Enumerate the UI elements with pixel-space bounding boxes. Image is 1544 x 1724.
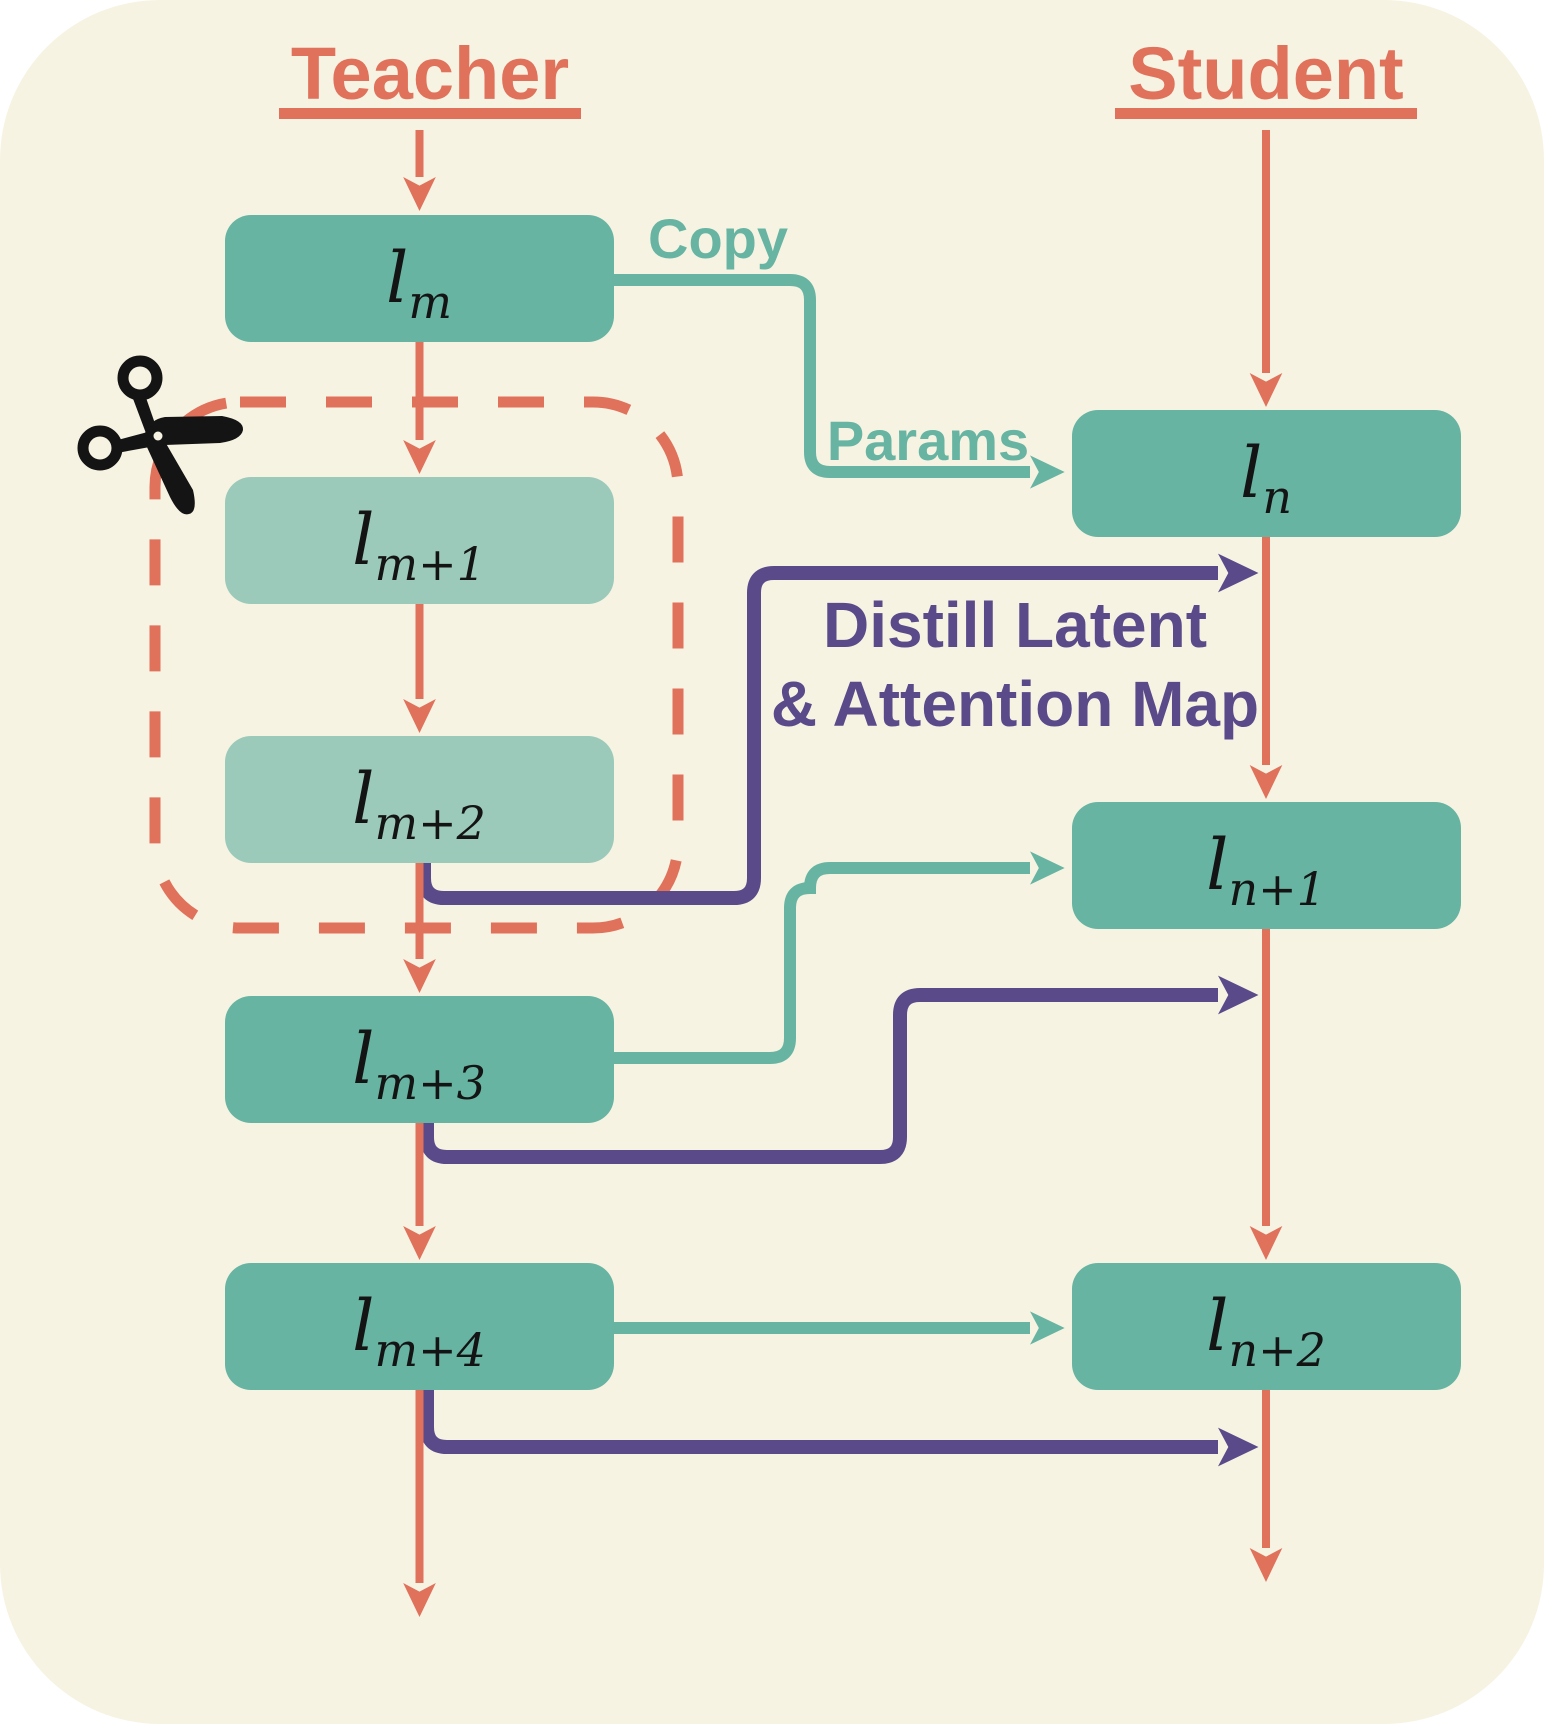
student-layer-ln-label: ln [1240,432,1292,524]
teacher-layer-lm4-label: lm+4 [352,1285,486,1377]
copy-params-arrow-lm-to-ln [614,274,1065,489]
teacher-layer-lm2: lm+2 [225,736,614,863]
copy-label: Copy [648,207,788,270]
teacher-layer-lm4: lm+4 [225,1263,614,1390]
distill-arrow-lm4-to-student [420,1390,1259,1467]
distill-arrow-lm2-to-student [417,553,1259,905]
teacher-layer-lm2-box [225,736,614,863]
teacher-layer-lm1-label: lm+1 [352,499,486,591]
teacher-layer-lm3-label: lm+3 [352,1018,486,1110]
teacher-layer-lm3: lm+3 [225,996,614,1123]
student-layer-ln2: ln+2 [1072,1263,1461,1390]
teacher-layer-lm-box [225,215,614,342]
copy-arrow-lm3-to-ln1 [614,851,1065,1064]
distill-label-line2: & Attention Map [771,668,1259,740]
teacher-layer-lm3-box [225,996,614,1123]
distill-label-line1: Distill Latent [823,589,1207,661]
teacher-layer-lm1-box [225,477,614,604]
student-layer-ln: ln [1072,410,1461,537]
teacher-title-underline [279,108,581,119]
student-layer-ln2-label: ln+2 [1206,1285,1326,1377]
student-title-underline [1115,108,1417,119]
scissors-icon [77,355,244,515]
teacher-layer-lm1: lm+1 [225,477,614,604]
params-label: Params [827,409,1029,472]
student-layer-ln1-box [1072,802,1461,929]
student-layer-ln2-box [1072,1263,1461,1390]
student-layer-ln-box [1072,410,1461,537]
student-layer-ln1: ln+1 [1072,802,1461,929]
student-layer-ln1-label: ln+1 [1206,824,1326,916]
teacher-title: Teacher [291,32,569,115]
teacher-layer-lm: lm [225,215,614,342]
teacher-layer-lm2-label: lm+2 [352,758,486,850]
teacher-layer-lm-label: lm [386,237,452,329]
distill-arrow-lm3-to-student [420,975,1259,1164]
student-title: Student [1128,32,1403,115]
teacher-layer-lm4-box [225,1263,614,1390]
